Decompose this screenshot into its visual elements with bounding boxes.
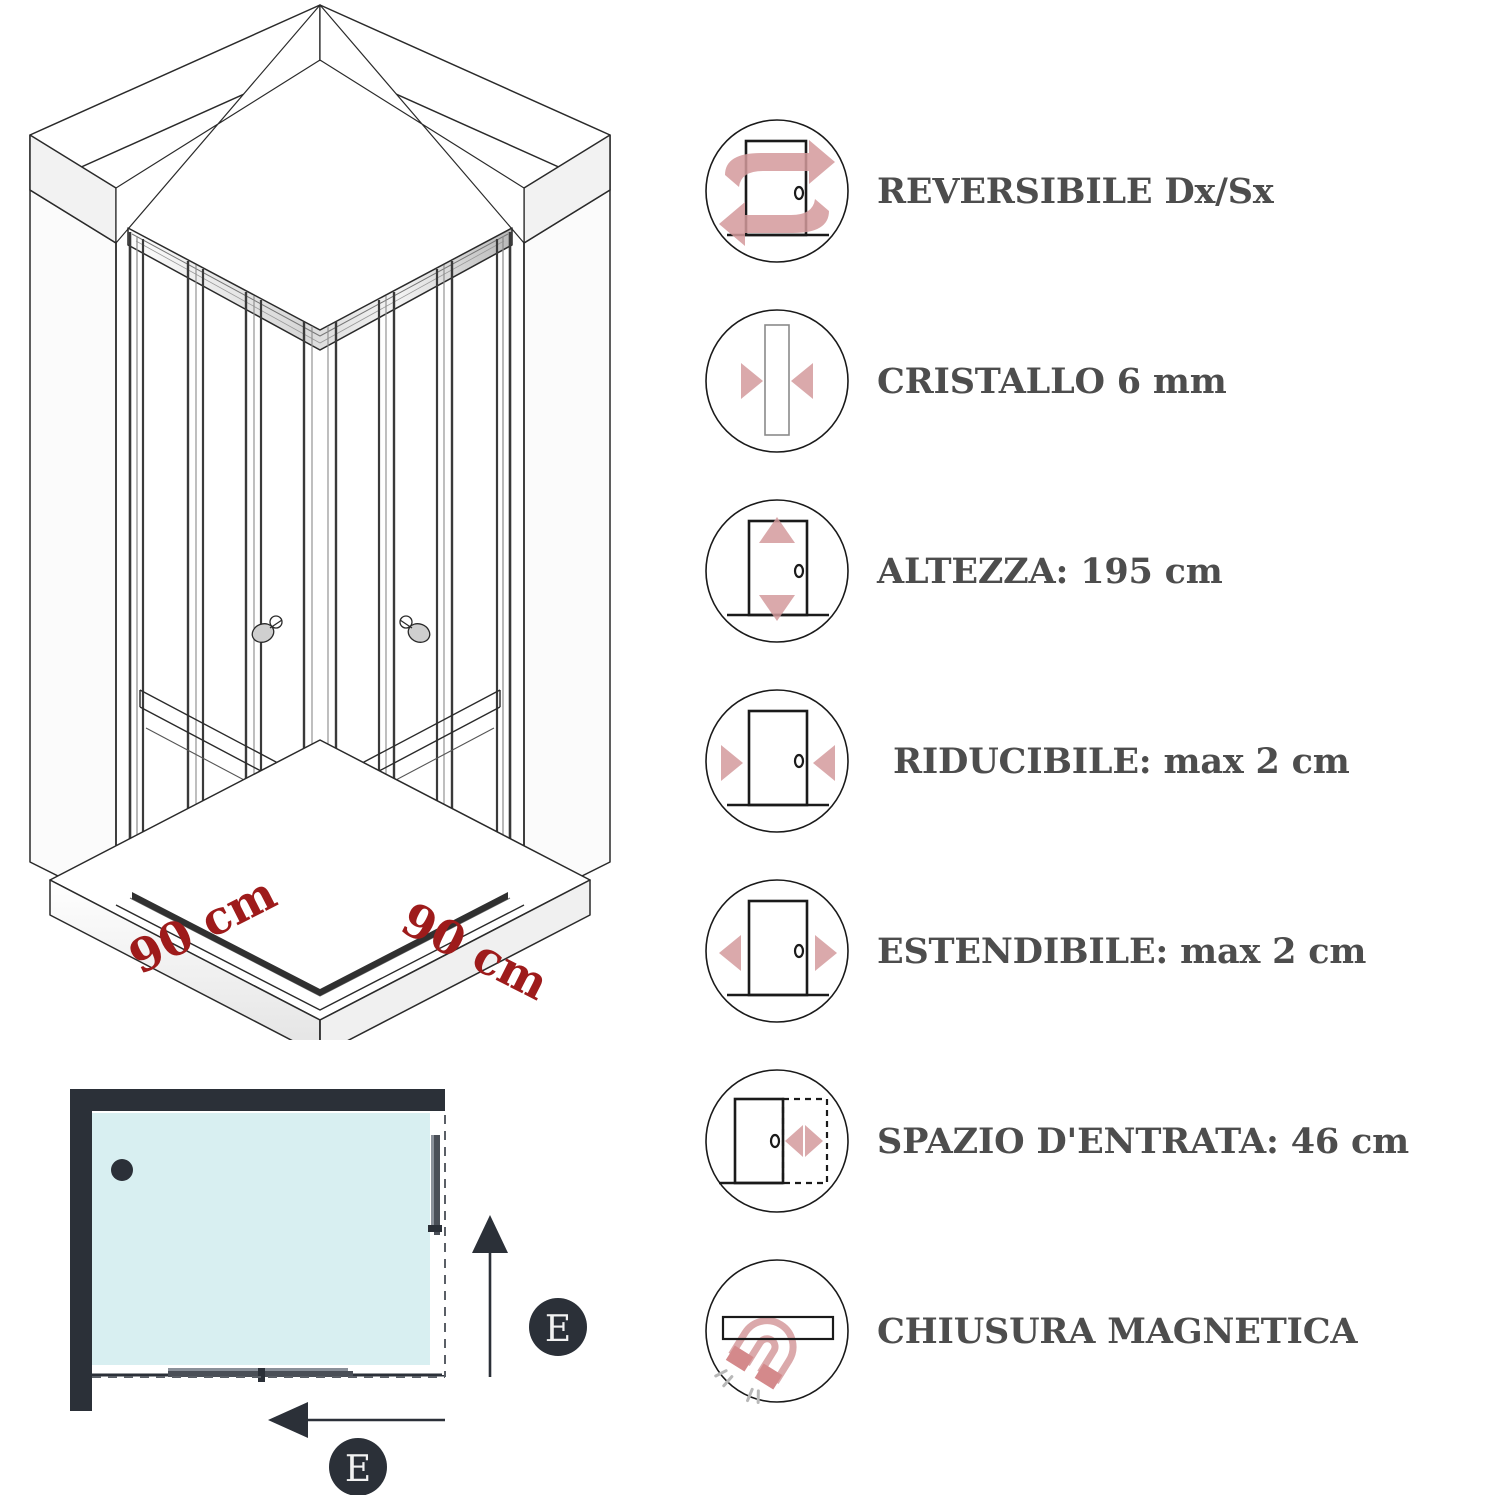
shower-enclosure-isometric-illustration: 90 cm 90 cm bbox=[20, 0, 660, 1056]
feature-label-altezza: ALTEZZA: 195 cm bbox=[877, 551, 1223, 593]
entry-badge-vertical: E bbox=[529, 1298, 587, 1356]
shower-enclosure-floorplan: E E bbox=[40, 1075, 620, 1496]
door-extend-icon bbox=[705, 873, 855, 1033]
feature-label-spazio-entrata: SPAZIO D'ENTRATA: 46 cm bbox=[877, 1121, 1409, 1163]
reversible-door-icon bbox=[705, 113, 855, 273]
door-handle-right bbox=[399, 615, 431, 643]
sliding-door-horizontal bbox=[168, 1368, 353, 1382]
wall-right bbox=[319, 4, 611, 906]
magnet-icon bbox=[705, 1253, 855, 1413]
feature-row-reversibile: REVERSIBILE Dx/Sx bbox=[705, 110, 1495, 275]
top-rail bbox=[127, 227, 513, 351]
svg-text:E: E bbox=[545, 1309, 571, 1350]
floorplan-wall-left bbox=[70, 1089, 92, 1411]
feature-label-chiusura-magnetica: CHIUSURA MAGNETICA bbox=[877, 1311, 1358, 1353]
feature-row-cristallo: CRISTALLO 6 mm bbox=[705, 300, 1495, 465]
glass-thickness-icon bbox=[705, 303, 855, 463]
door-reduce-icon bbox=[705, 683, 855, 843]
entry-space-icon bbox=[705, 1063, 855, 1223]
shower-tray bbox=[49, 739, 591, 1056]
feature-row-chiusura-magnetica: CHIUSURA MAGNETICA bbox=[705, 1250, 1495, 1415]
floorplan-handle-dot bbox=[111, 1159, 133, 1181]
feature-label-reversibile: REVERSIBILE Dx/Sx bbox=[877, 171, 1274, 213]
feature-row-altezza: ALTEZZA: 195 cm bbox=[705, 490, 1495, 655]
feature-label-estendibile: ESTENDIBILE: max 2 cm bbox=[877, 931, 1367, 973]
feature-list: REVERSIBILE Dx/Sx CRISTALLO 6 mm bbox=[705, 110, 1495, 1440]
sliding-door-vertical bbox=[428, 1135, 442, 1235]
feature-row-spazio-entrata: SPAZIO D'ENTRATA: 46 cm bbox=[705, 1060, 1495, 1225]
wall-left bbox=[29, 4, 321, 906]
feature-row-estendibile: ESTENDIBILE: max 2 cm bbox=[705, 870, 1495, 1035]
feature-label-cristallo: CRISTALLO 6 mm bbox=[877, 361, 1227, 403]
entry-arrow-horizontal bbox=[268, 1402, 445, 1438]
glass-panels-right bbox=[327, 232, 512, 976]
feature-row-riducibile: RIDUCIBILE: max 2 cm bbox=[705, 680, 1495, 845]
door-height-icon bbox=[705, 493, 855, 653]
floorplan-glass-area bbox=[85, 1113, 430, 1365]
feature-label-riducibile: RIDUCIBILE: max 2 cm bbox=[893, 741, 1350, 783]
travel-guide-dashed bbox=[92, 1115, 446, 1378]
entry-badge-horizontal: E bbox=[329, 1438, 387, 1496]
svg-text:E: E bbox=[345, 1449, 371, 1490]
floorplan-wall-top bbox=[70, 1089, 445, 1111]
door-handle-left bbox=[251, 615, 283, 643]
entry-arrow-vertical bbox=[472, 1215, 508, 1377]
